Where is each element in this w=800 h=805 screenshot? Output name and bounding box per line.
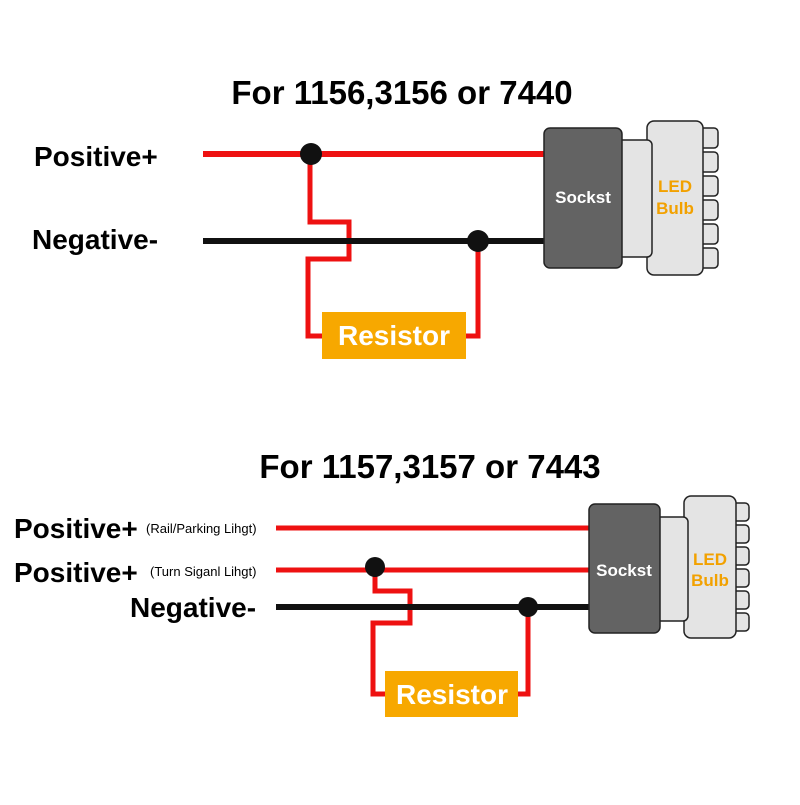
diagram1-negative-label: Negative- xyxy=(32,224,158,255)
diagram1-resistor-lead-negative xyxy=(462,241,481,339)
diagram2-title: For 1157,3157 or 7443 xyxy=(259,448,600,485)
diagram2-positive1-note: (Rail/Parking Lihgt) xyxy=(146,521,257,536)
diagram-1156: For 1156,3156 or 7440 Positive+ Negative… xyxy=(32,74,719,359)
diagram1-resistor xyxy=(322,312,466,359)
diagram1-led-bulb: LED Bulb xyxy=(646,120,719,276)
diagram1-socket: Sockst xyxy=(543,127,653,269)
diagram2-led-bulb: LED Bulb xyxy=(683,495,750,639)
diagram2-positive2-label: Positive+ xyxy=(14,557,138,588)
diagram1-positive-label: Positive+ xyxy=(34,141,158,172)
diagram2-socket-label: Sockst xyxy=(596,561,652,580)
diagram1-socket-label: Sockst xyxy=(555,188,611,207)
diagram2-positive1-label: Positive+ xyxy=(14,513,138,544)
diagram1-bulb-label-bulb: Bulb xyxy=(656,199,694,218)
diagram1-negative-junction xyxy=(467,230,489,252)
diagram2-bulb-label-bulb: Bulb xyxy=(691,571,729,590)
diagram2-socket: Sockst xyxy=(588,503,689,634)
diagram2-resistor-label: Resistor xyxy=(396,679,508,710)
diagram2-resistor-lead-positive xyxy=(370,567,413,697)
diagram1-resistor-label: Resistor xyxy=(338,320,450,351)
diagram2-negative-label: Negative- xyxy=(130,592,256,623)
diagram1-title: For 1156,3156 or 7440 xyxy=(231,74,572,111)
diagram2-resistor-lead-negative xyxy=(514,607,531,697)
diagram1-bulb-label-led: LED xyxy=(658,177,692,196)
diagram2-positive2-note: (Turn Siganl Lihgt) xyxy=(150,564,256,579)
diagram-1157: For 1157,3157 or 7443 Positive+ (Rail/Pa… xyxy=(14,448,750,717)
diagram2-negative-junction xyxy=(518,597,538,617)
diagram1-resistor-lead-positive xyxy=(305,154,352,339)
diagram2-resistor xyxy=(385,671,518,717)
diagram1-positive-junction xyxy=(300,143,322,165)
diagram2-bulb-label-led: LED xyxy=(693,550,727,569)
diagram2-positive-junction xyxy=(365,557,385,577)
